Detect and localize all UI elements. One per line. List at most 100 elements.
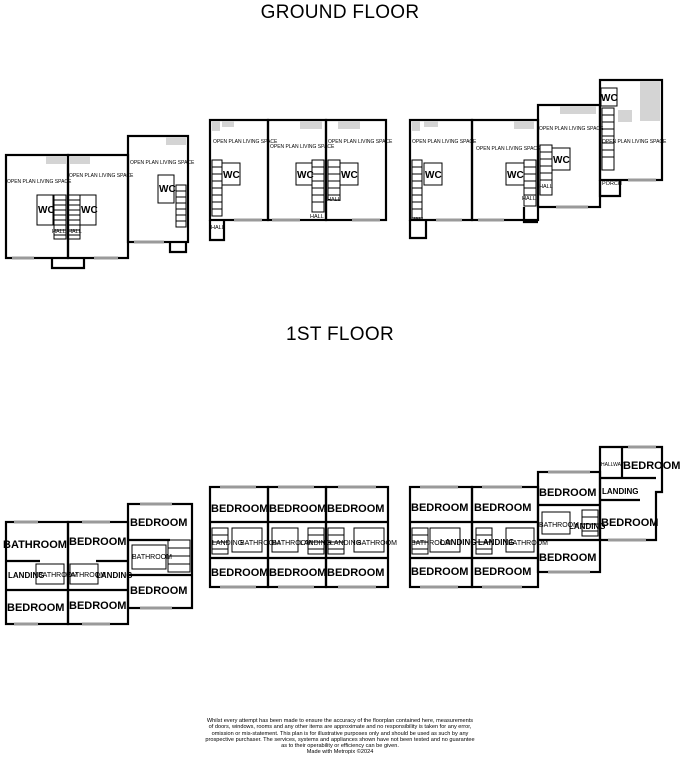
room-label-wc: WC [553, 155, 570, 166]
kitchen-counter [640, 81, 660, 121]
kitchen-counter [46, 156, 66, 164]
room-label-hall: HALL [411, 217, 425, 223]
kitchen-counter [222, 121, 234, 127]
room-label-landing: LANDING [440, 538, 476, 547]
room-label-hall: HALL [539, 184, 553, 190]
room-label-landing: LANDING [96, 571, 132, 580]
staircase [411, 159, 423, 219]
room-label-bathroom: BATHROOM [240, 540, 280, 547]
room-label-bathroom: BATHROOM [272, 540, 312, 547]
room-label-wc: WC [507, 170, 524, 181]
room-label-landing: LANDING [478, 538, 514, 547]
bathroom-fixtures [231, 527, 263, 553]
bathroom-fixtures [69, 563, 99, 585]
room-label-landing: LANDING [602, 487, 638, 496]
porch-structure [598, 180, 622, 198]
kitchen-counter [618, 110, 632, 122]
room-label-wc: WC [341, 170, 358, 181]
staircase [327, 159, 341, 201]
room-label-wc: WC [297, 170, 314, 181]
disclaimer-line: Whilst every attempt has been made to en… [206, 718, 474, 724]
staircase [475, 527, 493, 555]
staircase [211, 159, 223, 217]
room-label-landing: LANDING [212, 540, 243, 547]
room-label-bedroom: BEDROOM [539, 487, 596, 499]
room-label-open-plan: OPEN PLAN LIVING SPACE [270, 144, 335, 150]
entrance-porch [408, 220, 428, 240]
room-label-open-plan: OPEN PLAN LIVING SPACE [412, 139, 477, 145]
staircase [53, 194, 67, 240]
room-label-wc: WC [159, 184, 176, 195]
room-label-bathroom: BATHROOM [508, 540, 548, 547]
bathroom-fixtures [541, 511, 571, 535]
room-label-bedroom: BEDROOM [539, 552, 596, 564]
room-label-bedroom: BEDROOM [69, 536, 126, 548]
room-label-bathroom: BATHROOM [38, 572, 78, 579]
staircase [167, 539, 191, 573]
room-label-bedroom: BEDROOM [474, 502, 531, 514]
room-label-bathroom: BATHROOM [132, 554, 172, 561]
kitchen-counter [166, 137, 186, 145]
room-label-hall: HALL [522, 196, 536, 202]
wc-room [157, 174, 175, 204]
ground-floor-title: GROUND FLOOR [260, 2, 420, 23]
staircase [327, 527, 345, 555]
staircase [411, 527, 429, 555]
room-label-bedroom: BEDROOM [211, 503, 268, 515]
room-label-wc: WC [38, 205, 55, 216]
room-label-bedroom: BEDROOM [411, 566, 468, 578]
room-label-open-plan: OPEN PLAN LIVING SPACE [602, 139, 667, 145]
room-label-open-plan: OPEN PLAN LIVING SPACE [328, 139, 393, 145]
wc-room [36, 194, 54, 226]
bathroom-fixtures [131, 544, 167, 570]
ground-floor-plans: OPEN PLAN LIVING SPACE OPEN PLAN LIVING … [4, 78, 667, 270]
kitchen-counter [412, 121, 420, 131]
room-label-hall: HALL [68, 229, 82, 235]
staircase [211, 527, 229, 555]
room-label-landing: LANDING [8, 571, 44, 580]
wc-room [423, 162, 443, 186]
room-label-hall: HALL [211, 225, 225, 231]
ground-group-b: OPEN PLAN LIVING SPACE OPEN PLAN LIVING … [208, 118, 393, 242]
disclaimer-line: Made with Metropix ©2024 [306, 749, 374, 756]
kitchen-counter [212, 121, 220, 131]
kitchen-counter [300, 121, 322, 129]
disclaimer-line: of doors, windows, rooms and any other i… [208, 724, 472, 731]
room-label-wc: WC [601, 93, 618, 104]
kitchen-counter [560, 106, 596, 114]
disclaimer-line: as to their operability or efficiency ca… [281, 743, 399, 750]
room-label-hall: HALL [310, 214, 324, 220]
staircase [175, 184, 187, 228]
first-floor-plans: BATHROOM BEDROOM BEDROOM BATHROOM LANDIN… [3, 445, 680, 626]
ground-group-a: OPEN PLAN LIVING SPACE OPEN PLAN LIVING … [4, 134, 195, 270]
room-label-porch: PORCH [602, 181, 622, 187]
disclaimer-line: omission or mis-statement. This plan is … [211, 730, 469, 737]
kitchen-counter [514, 121, 534, 129]
room-label-wc: WC [81, 205, 98, 216]
first-floor-title: 1ST FLOOR [286, 324, 394, 345]
room-label-open-plan: OPEN PLAN LIVING SPACE [69, 173, 134, 179]
first-group-c: BEDROOM BEDROOM BEDROOM BATHROOM LANDING… [408, 445, 680, 589]
entrance-porch [168, 242, 188, 254]
disclaimer-line: prospective purchaser. The services, sys… [205, 736, 475, 743]
first-group-a: BATHROOM BEDROOM BEDROOM BATHROOM LANDIN… [3, 502, 194, 626]
kitchen-counter [70, 156, 90, 164]
room-label-open-plan: OPEN PLAN LIVING SPACE [130, 160, 195, 166]
room-label-bathroom: BATHROOM [411, 540, 451, 547]
staircase [307, 527, 325, 555]
room-label-open-plan: OPEN PLAN LIVING SPACE [213, 139, 278, 145]
room-label-hall: HALL [52, 229, 66, 235]
room-label-bathroom: BATHROOM [539, 522, 579, 529]
room-label-bedroom: BEDROOM [411, 502, 468, 514]
room-label-hallway: HALLWAY [601, 462, 625, 468]
room-label-wc: WC [425, 170, 442, 181]
room-label-bedroom: BEDROOM [327, 567, 384, 579]
room-label-bedroom: BEDROOM [327, 503, 384, 515]
ground-unit-c2 [470, 118, 540, 222]
room-label-bedroom: BEDROOM [69, 600, 126, 612]
room-label-bedroom: BEDROOM [130, 585, 187, 597]
room-label-bedroom: BEDROOM [130, 517, 187, 529]
bathroom-fixtures [35, 563, 65, 585]
wc-room [600, 87, 618, 107]
